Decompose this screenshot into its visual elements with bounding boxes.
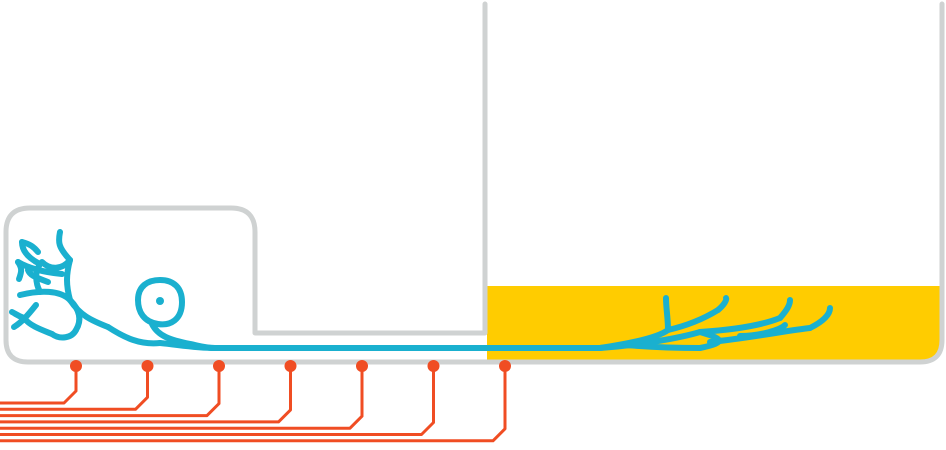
electrode-lead xyxy=(0,366,292,424)
electrode-contact xyxy=(356,360,368,372)
electrode-contact xyxy=(284,360,297,372)
electrode-lead xyxy=(0,366,149,411)
electrode-lead xyxy=(0,366,435,436)
fluid-medium xyxy=(487,286,941,362)
electrode-lead xyxy=(0,366,78,405)
electrode-contact xyxy=(499,360,511,372)
neuron-soma xyxy=(135,277,185,328)
neuron xyxy=(9,229,833,351)
axon-terminals xyxy=(597,295,833,351)
electrode-lead xyxy=(0,366,221,418)
neuron-proximal-axon xyxy=(105,324,163,347)
electrode-contact xyxy=(427,360,440,372)
electrode-array xyxy=(0,360,511,443)
chamber-outline xyxy=(3,1,945,365)
electrode-lead xyxy=(0,366,507,443)
electrode-contact xyxy=(213,360,225,372)
neuron-axon xyxy=(157,340,603,351)
electrode-contact xyxy=(141,360,154,372)
neuron-nucleus xyxy=(156,297,164,305)
electrode-lead xyxy=(0,366,364,430)
electrode-contact xyxy=(70,360,82,372)
neuron-dendrites xyxy=(9,229,111,341)
